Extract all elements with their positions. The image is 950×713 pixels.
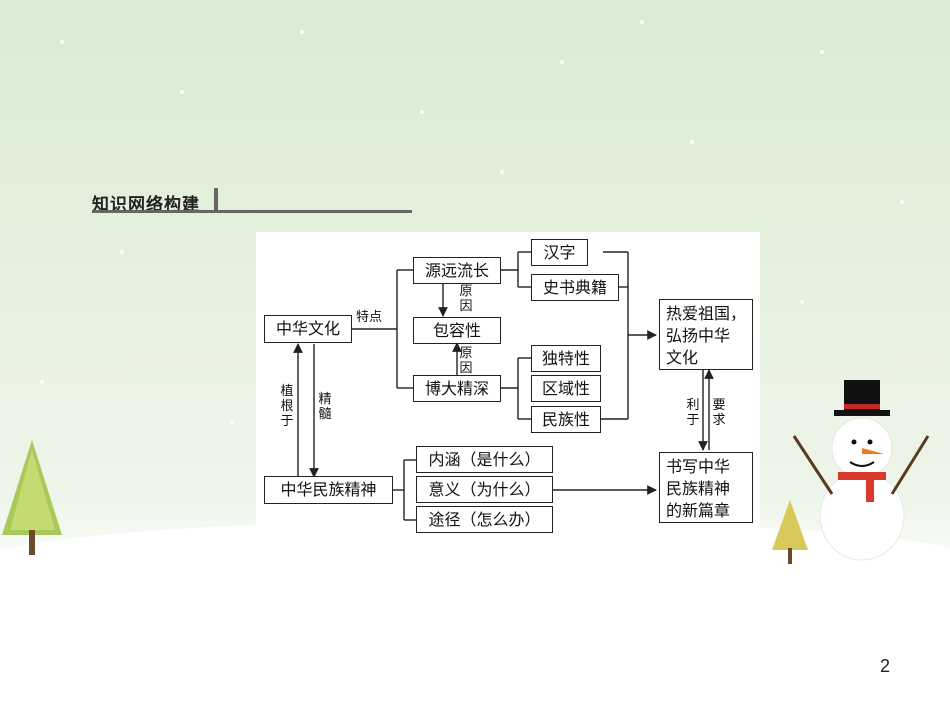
heading-rule [92,210,412,213]
snowflake [900,200,904,204]
concept-map: 中华文化 源远流长 包容性 博大精深 汉字 史书典籍 独特性 区域性 民族性 热… [256,232,760,540]
snowman-icon [792,380,930,561]
label-yuanyin-2: 原因 [459,346,473,376]
node-neihan: 内涵（是什么） [416,446,553,473]
node-yuanyuan-liuchang: 源远流长 [413,257,501,284]
node-dutexing: 独特性 [531,345,601,372]
node-minzuxing: 民族性 [531,406,601,433]
snowflake [690,140,694,144]
node-boda-jingshen: 博大精深 [413,375,501,402]
node-minzu-jingshen: 中华民族精神 [264,476,393,504]
label-tedian: 特点 [356,310,383,325]
node-reai-zuguo: 热爱祖国， 弘扬中华 文化 [659,299,753,370]
snowflake [120,250,124,254]
node-shuxie-xinpian: 书写中华 民族精神 的新篇章 [659,452,753,523]
node-shishu-dianji: 史书典籍 [531,274,619,301]
node-zhonghua-wenhua: 中华文化 [264,315,352,343]
snowflake [560,60,564,64]
heading-bar [214,188,218,210]
label-zhigenyu: 植根于 [280,384,294,429]
connector-lines [293,251,714,521]
snowflake [40,380,44,384]
snowflake [180,90,184,94]
snowflake [820,50,824,54]
node-hanzi: 汉字 [531,239,588,266]
snowflake [800,300,804,304]
snowflake [300,30,304,34]
label-yaoqiu: 要求 [712,398,726,428]
node-tujing: 途径（怎么办） [416,506,553,533]
snowflake [230,420,234,424]
label-yuanyin-1: 原因 [459,284,473,314]
label-liyu: 利于 [686,398,700,428]
tree-icon [2,440,62,555]
label-jingsui: 精髓 [318,392,332,422]
page-number: 2 [880,656,891,676]
node-baorongxing: 包容性 [413,317,501,344]
snowflake [640,20,644,24]
snowflake [420,110,424,114]
tree-icon [772,500,808,564]
node-yiyi: 意义（为什么） [416,476,553,503]
snowflake [60,40,64,44]
section-heading: 知识网络构建 [92,186,412,215]
snowflake [500,170,504,174]
node-quyuxing: 区域性 [531,375,601,402]
